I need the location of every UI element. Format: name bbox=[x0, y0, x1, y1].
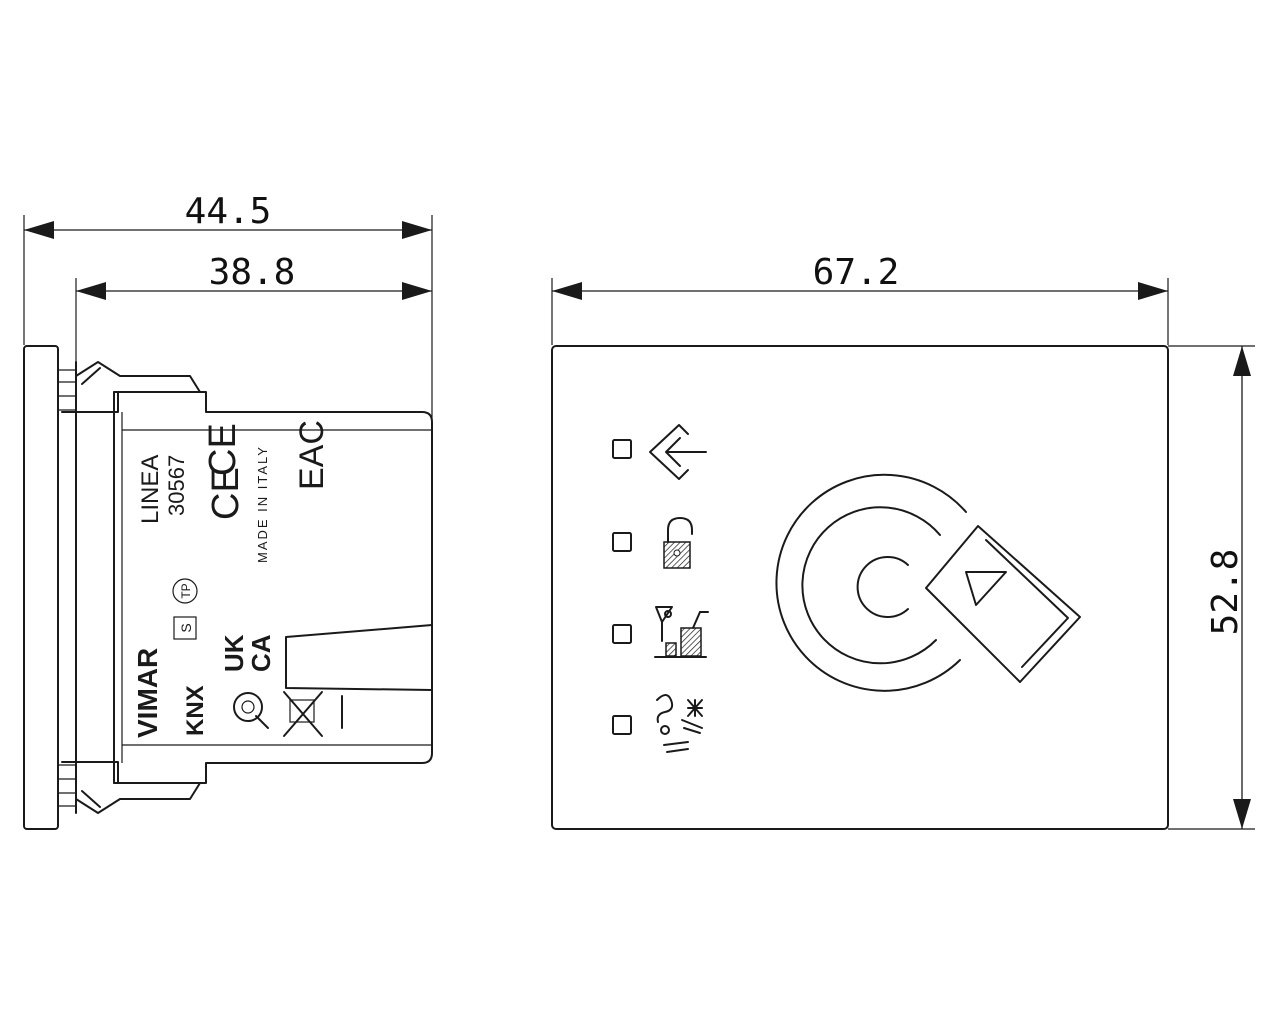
minibar-service-icon bbox=[654, 606, 709, 658]
ce-mark-top: CE bbox=[202, 423, 244, 476]
terminal-slot bbox=[285, 624, 433, 691]
ukca-line2: CA bbox=[246, 634, 276, 672]
dimension-label-44-5: 44.5 bbox=[185, 191, 272, 232]
indicator-led-3 bbox=[612, 624, 632, 644]
dimension-front-height: 52.8 bbox=[1168, 345, 1255, 830]
front-plate bbox=[551, 345, 1169, 830]
side-body bbox=[113, 391, 433, 784]
made-in-italy: MADE IN ITALY bbox=[255, 445, 270, 563]
side-front-plate bbox=[23, 345, 59, 830]
eac-mark: EAC bbox=[293, 420, 331, 490]
unlocked-padlock-icon bbox=[663, 517, 693, 569]
dimension-side-total: 44.5 bbox=[23, 191, 433, 420]
series-label: LINEA bbox=[137, 455, 164, 524]
climate-comfort-icon bbox=[656, 694, 703, 753]
dimension-label-52-8: 52.8 bbox=[1205, 549, 1246, 636]
tp-mark-badge: TP bbox=[172, 578, 198, 604]
rfid-card-reader-icon bbox=[775, 473, 1081, 692]
dimension-label-38-8: 38.8 bbox=[209, 252, 296, 293]
brand-label: VIMAR bbox=[132, 648, 163, 738]
dimension-front-width: 67.2 bbox=[551, 252, 1169, 345]
indicator-led-4 bbox=[612, 715, 632, 735]
indicator-led-1 bbox=[612, 439, 632, 459]
svg-text:S: S bbox=[178, 623, 194, 632]
indicator-led-2 bbox=[612, 532, 632, 552]
front-view bbox=[551, 345, 1169, 830]
ukca-line1: UK bbox=[219, 634, 249, 672]
svg-text:TP: TP bbox=[179, 583, 193, 598]
quality-mark-icon bbox=[233, 692, 269, 729]
dimension-side-body: 38.8 bbox=[75, 252, 432, 365]
side-ribs bbox=[58, 361, 77, 814]
enter-arrow-icon bbox=[649, 424, 707, 480]
dimension-label-67-2: 67.2 bbox=[813, 252, 900, 293]
side-lower-clip bbox=[61, 761, 201, 814]
s-mark-badge: S bbox=[173, 616, 197, 640]
side-upper-clip bbox=[61, 361, 201, 413]
weee-bin-icon bbox=[283, 691, 343, 737]
knx-label: KNX bbox=[182, 685, 209, 736]
product-code: 30567 bbox=[164, 455, 189, 516]
side-view: LINEA 30567 CE CE MADE IN ITALY EAC VIMA… bbox=[23, 345, 433, 830]
ce-mark-bottom: CE bbox=[205, 467, 247, 520]
